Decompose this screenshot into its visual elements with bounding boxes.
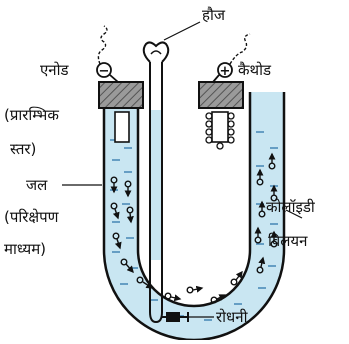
colloid-label-line2: विलयन bbox=[268, 232, 307, 250]
anode-wire bbox=[98, 26, 107, 64]
initial-level-label-line1: (प्रारम्भिक bbox=[4, 106, 59, 124]
cathode-label: कैथोड bbox=[238, 61, 271, 79]
reservoir-funnel bbox=[144, 42, 169, 62]
anode-stopper bbox=[99, 82, 143, 108]
cathode-plate bbox=[212, 112, 228, 142]
medium-label-line2: माध्यम) bbox=[4, 240, 46, 258]
cathode-stopper bbox=[199, 82, 243, 108]
stopcock-label: रोधनी bbox=[216, 308, 247, 326]
anode-label: एनोड bbox=[40, 61, 69, 79]
cathode-wire bbox=[230, 34, 250, 64]
anode-plate bbox=[115, 112, 129, 142]
initial-level-label-line2: स्तर) bbox=[10, 140, 36, 158]
reservoir-liquid bbox=[151, 110, 161, 260]
medium-label-line1: (परिक्षेपण bbox=[4, 208, 59, 226]
stopcock-valve[interactable] bbox=[166, 312, 180, 322]
colloid-label-line1: कोलॉइडी bbox=[266, 198, 315, 216]
reservoir-leader bbox=[164, 22, 200, 40]
cathode-sign: + bbox=[220, 64, 231, 79]
reservoir-funnel-bulb bbox=[151, 51, 161, 54]
reservoir-label: हौज bbox=[202, 6, 225, 24]
water-label: जल bbox=[26, 176, 47, 194]
anode-sign: − bbox=[99, 64, 110, 79]
